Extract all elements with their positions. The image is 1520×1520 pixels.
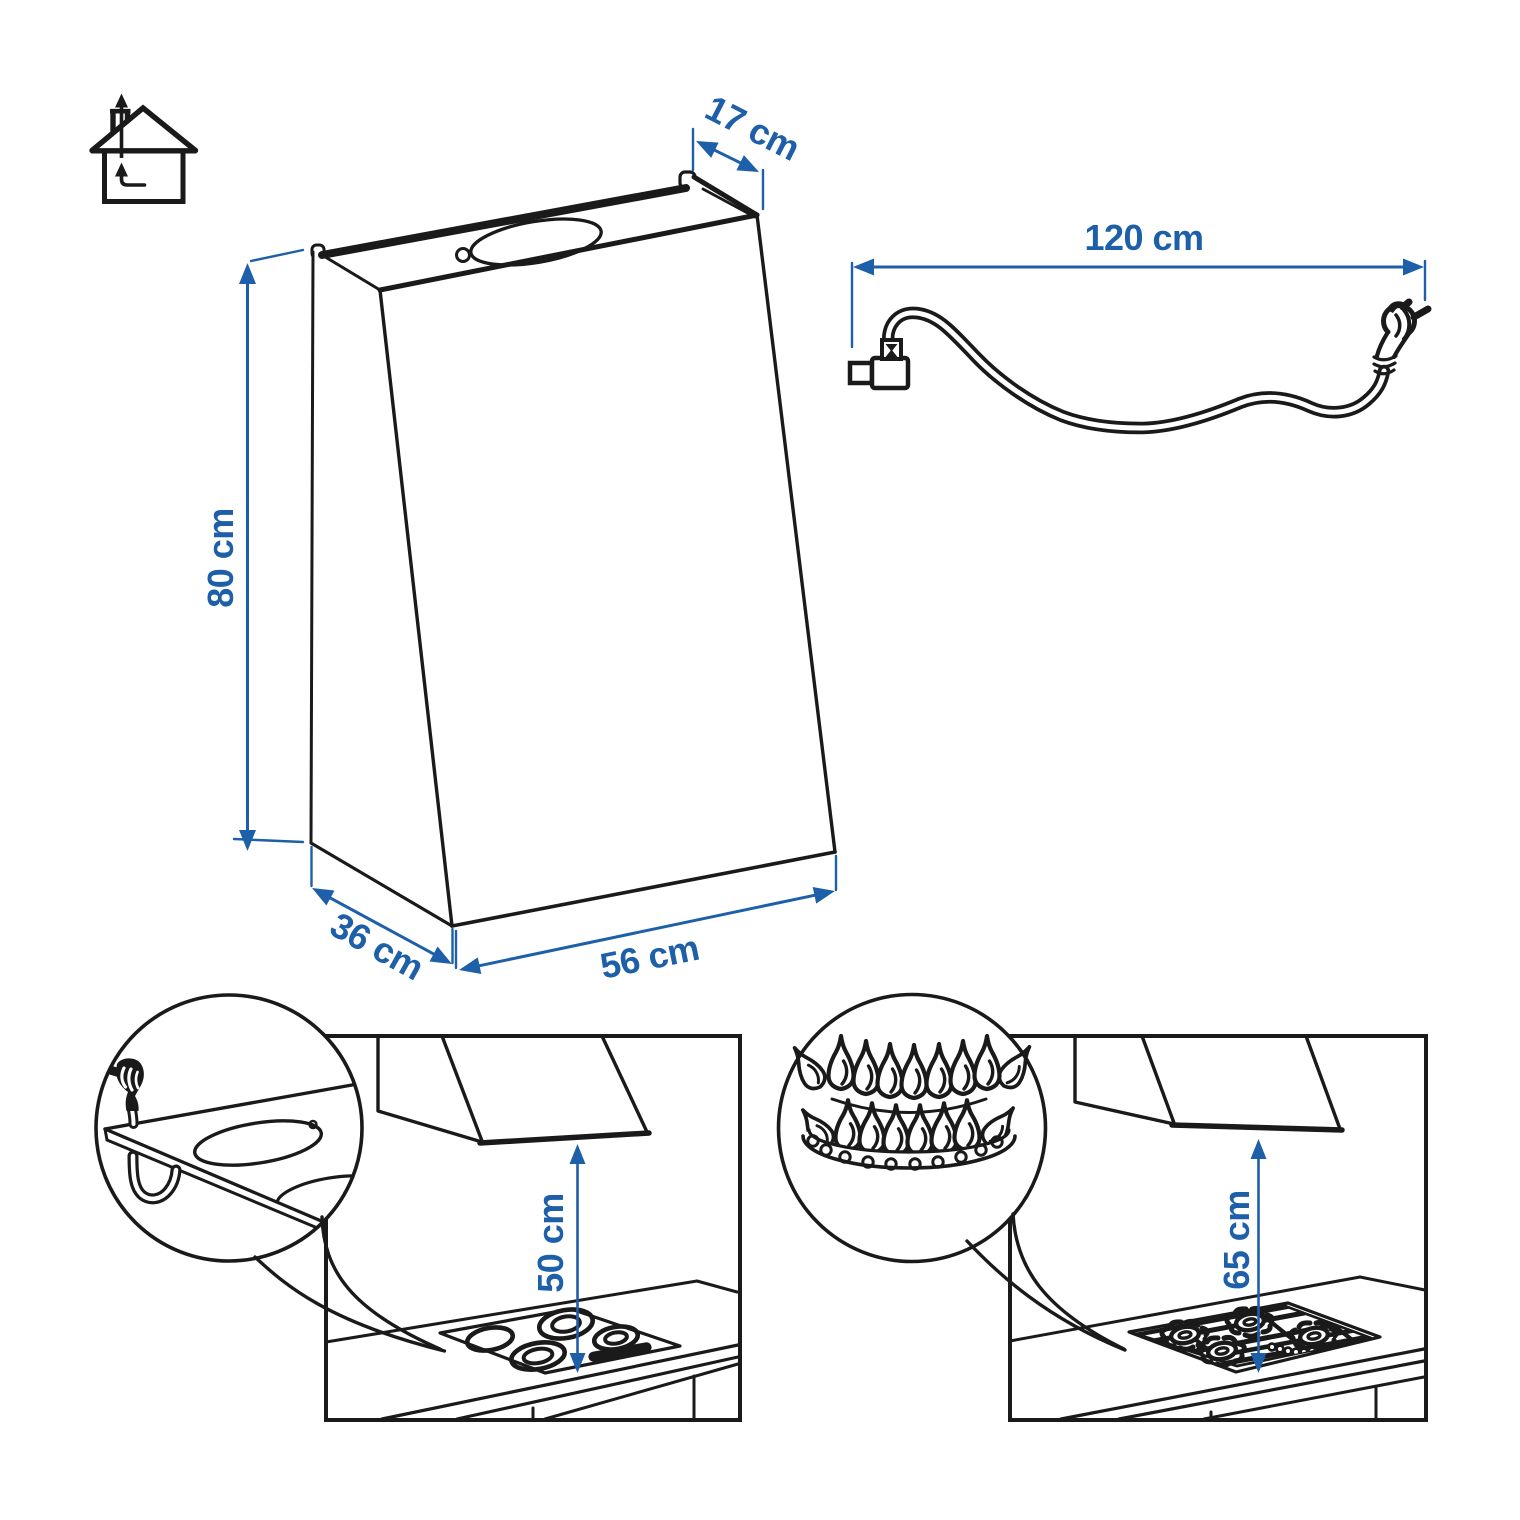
svg-text:50 cm: 50 cm	[530, 1193, 571, 1293]
svg-text:65 cm: 65 cm	[1216, 1190, 1257, 1290]
svg-text:120 cm: 120 cm	[1084, 217, 1203, 258]
svg-text:80 cm: 80 cm	[200, 508, 241, 608]
